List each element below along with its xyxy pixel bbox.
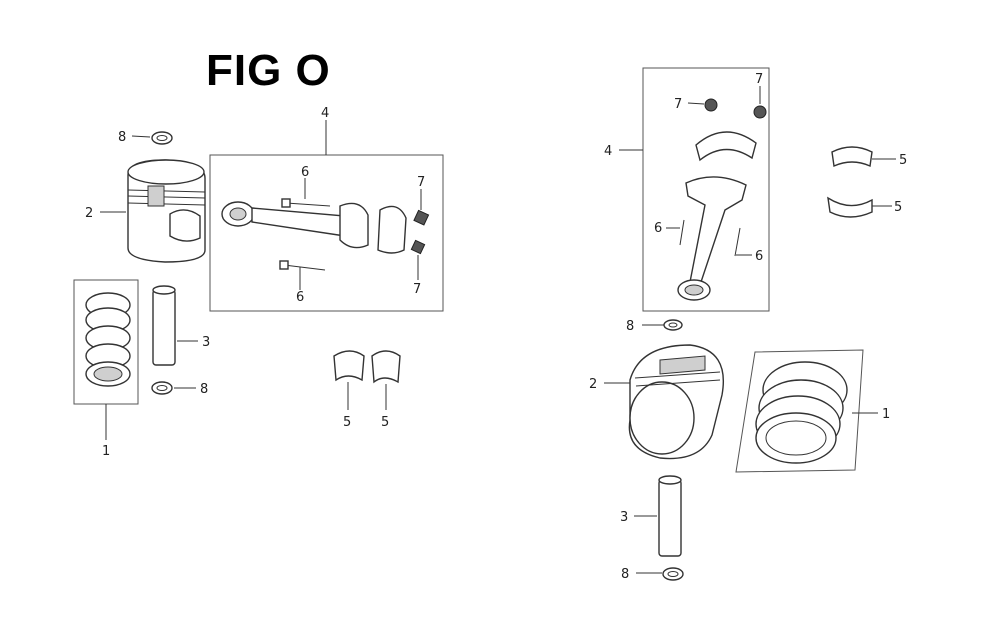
clip-8-left-top bbox=[131, 131, 173, 145]
conrod-box-left bbox=[209, 120, 444, 312]
bearings-left bbox=[333, 350, 401, 410]
callout-7-right-b: 7 bbox=[755, 72, 763, 87]
callout-8-left-bottom: 8 bbox=[200, 382, 208, 397]
callout-1-left: 1 bbox=[102, 444, 110, 459]
left-assembly: 8 2 1 3 bbox=[73, 106, 444, 459]
callout-5-right-b: 5 bbox=[894, 200, 902, 215]
callout-6-right-b: 6 bbox=[755, 249, 763, 264]
callout-5-left-a: 5 bbox=[343, 415, 351, 430]
right-assembly: 4 7 7 6 6 5 5 8 2 bbox=[589, 67, 907, 582]
callout-7-left-bottom: 7 bbox=[413, 282, 421, 297]
piston-pin-left bbox=[152, 285, 198, 366]
callout-5-right-a: 5 bbox=[899, 153, 907, 168]
callout-4-left: 4 bbox=[321, 106, 329, 121]
callout-6-left-top: 6 bbox=[301, 165, 309, 180]
callout-5-left-b: 5 bbox=[381, 415, 389, 430]
callout-2-right: 2 bbox=[589, 377, 597, 392]
clip-8-right-bottom bbox=[636, 567, 684, 581]
callout-3-left: 3 bbox=[202, 335, 210, 350]
callout-7-right-a: 7 bbox=[674, 97, 682, 112]
piston-left bbox=[100, 159, 206, 263]
clip-8-left-bottom bbox=[151, 381, 196, 395]
callout-4-right: 4 bbox=[604, 144, 612, 159]
callout-6-left-bottom: 6 bbox=[296, 290, 304, 305]
piston-pin-right bbox=[634, 475, 682, 557]
figure-title: FIG O bbox=[206, 46, 331, 95]
piston-right bbox=[604, 344, 724, 460]
callout-3-right: 3 bbox=[620, 510, 628, 525]
bearings-right bbox=[827, 146, 896, 218]
ring-set-left bbox=[73, 279, 139, 440]
ring-set-right bbox=[735, 349, 878, 473]
callout-1-right: 1 bbox=[882, 407, 890, 422]
callout-8-right-bottom: 8 bbox=[621, 567, 629, 582]
clip-8-right-top bbox=[642, 319, 683, 331]
callout-2-left: 2 bbox=[85, 206, 93, 221]
callout-7-left-top: 7 bbox=[417, 175, 425, 190]
callout-6-right-a: 6 bbox=[654, 221, 662, 236]
callout-8-left-top: 8 bbox=[118, 130, 126, 145]
callout-8-right-top: 8 bbox=[626, 319, 634, 334]
conrod-box-right bbox=[619, 67, 770, 312]
